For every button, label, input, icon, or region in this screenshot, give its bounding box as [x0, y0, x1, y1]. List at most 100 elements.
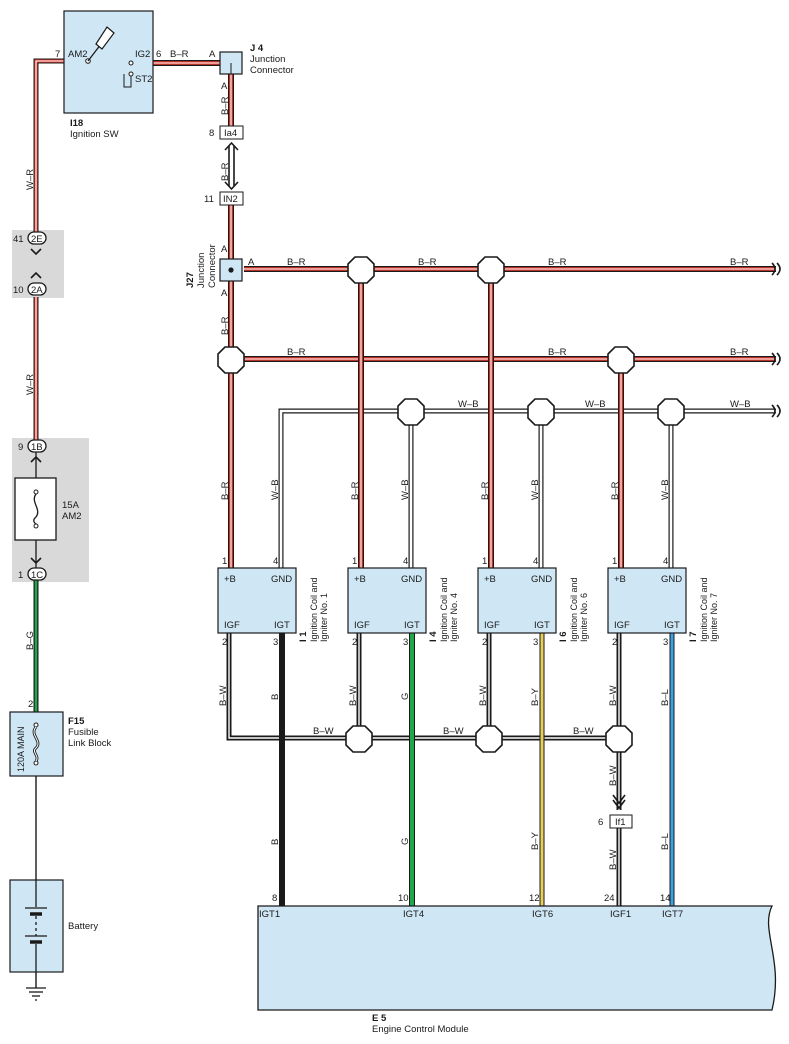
j27-name-1: Junction: [196, 253, 207, 288]
ecm-term-igt4: IGT4: [403, 909, 424, 920]
wire-label: B–R: [220, 162, 231, 181]
coil-6-pin-igt: 3: [533, 637, 538, 648]
ecm-pin-igt4: 10: [398, 893, 409, 904]
splice-point: [347, 256, 375, 284]
wire-label: W–B: [530, 479, 541, 500]
pill-1b-pin: 9: [18, 442, 23, 453]
wire-label: B–L: [660, 689, 671, 706]
coil-7-ref: I 7: [688, 631, 699, 642]
coil-7-pin-igf: 2: [612, 637, 617, 648]
wire-b-w-igf: [226, 633, 626, 906]
ignition-coil-4: +B GND IGF IGT 1 4 2 3 I 4 Ignition Coil…: [347, 556, 459, 648]
j27-pin-top: A: [221, 244, 228, 255]
wire-label: B: [270, 694, 281, 700]
coil-7-plus-b: +B: [614, 574, 626, 585]
j4-ref: J 4: [250, 43, 264, 54]
coil-1-igt: IGT: [274, 620, 290, 631]
j27-pin-bottom: A: [221, 288, 228, 299]
wire-label: B: [270, 839, 281, 845]
fusible-link-block: [9, 711, 64, 777]
ecm-pin-igf1: 24: [604, 893, 615, 904]
coil-6-ref: I 6: [558, 631, 569, 642]
coil-7-igt: IGT: [664, 620, 680, 631]
coil-6-name-2: Igniter No. 6: [579, 593, 589, 642]
wire-label: B–Y: [530, 687, 541, 706]
ecm-term-igf1: IGF1: [610, 909, 631, 920]
ignition-coil-1: +B GND IGF IGT 1 4 2 3 I 1 Ignition Coil…: [217, 556, 329, 648]
j27-pin-right: A: [248, 257, 255, 268]
connector-ia4-label: Ia4: [224, 128, 237, 139]
drops-b-r: [358, 269, 624, 570]
wire-label: B–R: [287, 347, 306, 358]
wire-label: B–W: [608, 765, 619, 786]
coil-7-pin-igt: 3: [663, 637, 668, 648]
wire-label: B–R: [610, 481, 621, 500]
wire-label: B–R: [287, 257, 306, 268]
junction-j27: [219, 258, 243, 282]
coil-1-gnd: GND: [271, 574, 292, 585]
ig-sw-ig2-label: IG2: [135, 49, 150, 60]
pill-1c-pin: 1: [18, 570, 23, 581]
coil-4-pin-igt: 3: [403, 637, 408, 648]
wire-w-r-left: [33, 58, 64, 440]
bus-break-marks: [771, 262, 781, 418]
coil-4-name-1: Ignition Coil and: [439, 577, 449, 642]
wire-label: W–B: [660, 479, 671, 500]
coil-4-ref: I 4: [428, 631, 439, 642]
splice-point: [477, 256, 505, 284]
splice-point: [217, 346, 245, 374]
connector-if1-pin: 6: [598, 817, 603, 828]
wire-label: B–W: [313, 726, 334, 737]
ecm-ref: E 5: [372, 1013, 387, 1024]
coil-7-pin-gnd: 4: [663, 556, 668, 567]
coil-4-plus-b: +B: [354, 574, 366, 585]
wire-label: B–R: [170, 49, 189, 60]
ground-icon: [26, 987, 46, 1001]
ig-sw-st2-label: ST2: [135, 74, 152, 85]
wire-label: B–R: [350, 481, 361, 500]
j4-name-1: Junction: [250, 54, 285, 65]
ig-sw-ref: I18: [70, 118, 83, 129]
drops-w-b: [408, 411, 674, 570]
ig-sw-name: Ignition SW: [70, 129, 119, 140]
fusible-link-rating: 120A MAIN: [16, 726, 26, 772]
wire-b-r-main: [153, 60, 239, 570]
ignition-switch: AM2 IG2 ST2: [63, 10, 154, 114]
wire-label: B–R: [730, 347, 749, 358]
wire-label: B–W: [443, 726, 464, 737]
coil-4-pin-gnd: 4: [403, 556, 408, 567]
j4-name-2: Connector: [250, 65, 294, 76]
wire-label: B–R: [220, 96, 231, 115]
wire-label: B–W: [608, 849, 619, 870]
splice-point: [475, 725, 503, 753]
ecm-pin-igt1: 8: [272, 893, 277, 904]
fuse-rating: 15A: [62, 500, 80, 511]
ecm-term-igt1: IGT1: [259, 909, 280, 920]
splice-point: [527, 398, 555, 426]
wire-label: B–W: [348, 685, 359, 706]
junction-j4: [219, 51, 243, 75]
fusible-link-name-2: Link Block: [68, 738, 112, 749]
wire-label: B–R: [548, 257, 567, 268]
ignition-coil-6: +B GND IGF IGT 1 4 2 3 I 6 Ignition Coil…: [477, 556, 589, 648]
pill-2a-label: 2A: [31, 285, 43, 296]
engine-control-module: [257, 905, 777, 1011]
coil-1-pin-igf: 2: [222, 637, 227, 648]
coil-1-pin-b: 1: [222, 556, 227, 567]
wire-label: B–W: [608, 685, 619, 706]
ig-sw-pin-ig2: 6: [156, 49, 161, 60]
j27-name-2: Connector: [207, 244, 218, 288]
fuse-block-connector-1c: [27, 540, 47, 581]
coil-6-gnd: GND: [531, 574, 552, 585]
wire-labels: B–R B–R B–R B–R B–R B–R B–R B–R B–R B–R …: [25, 49, 751, 870]
connector-ia4-pin: 8: [209, 128, 214, 139]
splice-point: [397, 398, 425, 426]
wire-label: W–B: [400, 479, 411, 500]
splice-point: [607, 346, 635, 374]
coil-6-plus-b: +B: [484, 574, 496, 585]
coil-1-igf: IGF: [224, 620, 240, 631]
pill-1c-label: 1C: [31, 570, 43, 581]
wire-label: B–W: [573, 726, 594, 737]
wire-label: B–W: [478, 685, 489, 706]
splice-point: [605, 725, 633, 753]
